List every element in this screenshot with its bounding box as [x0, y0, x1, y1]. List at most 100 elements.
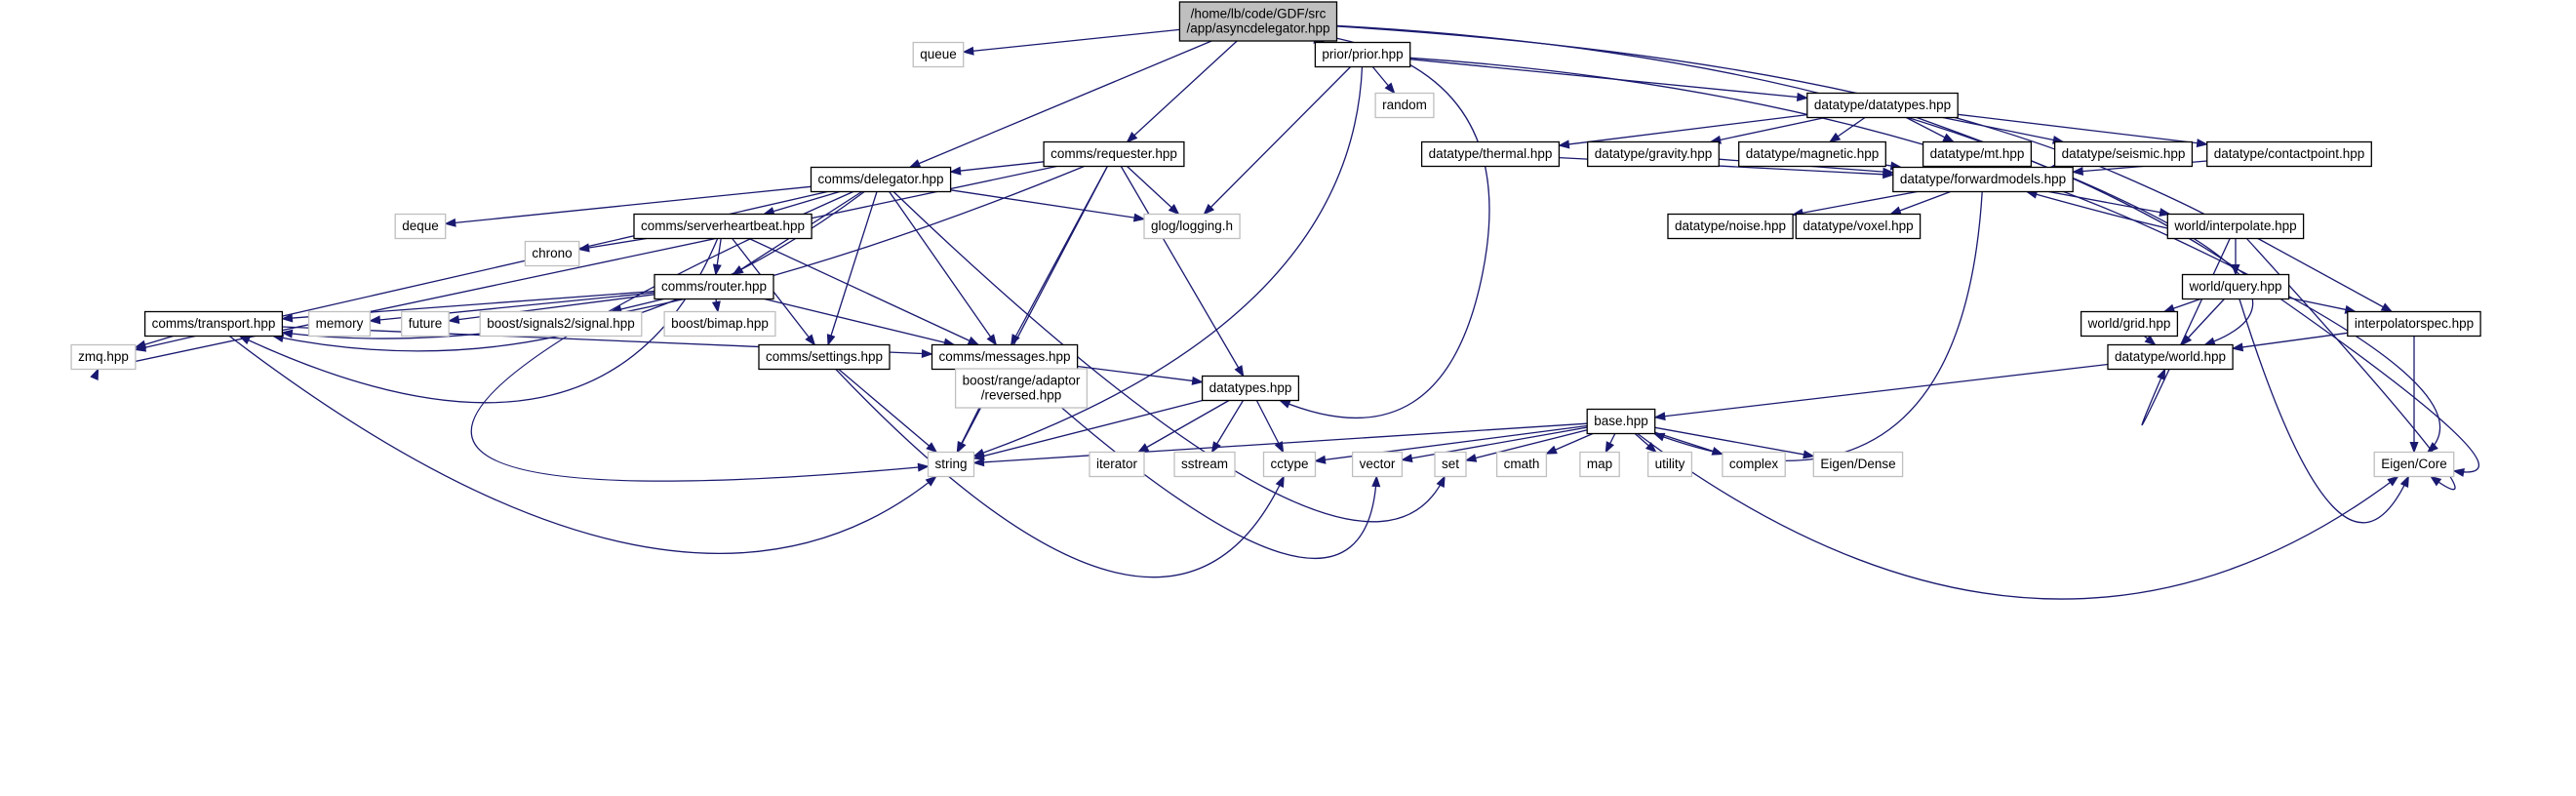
node-noise[interactable]: datatype/noise.hpp	[1667, 213, 1794, 240]
node-thermal[interactable]: datatype/thermal.hpp	[1420, 140, 1561, 168]
node-label: datatype/magnetic.hpp	[1746, 146, 1880, 161]
arrowhead	[2180, 334, 2193, 346]
edge-root-to-requester	[1126, 40, 1238, 143]
node-gravity[interactable]: datatype/gravity.hpp	[1587, 140, 1720, 168]
edge-line	[835, 369, 1285, 578]
node-label: datatype/forwardmodels.hpp	[1900, 172, 2066, 186]
node-box	[1892, 166, 2074, 193]
node-box	[1646, 451, 1693, 478]
arrowhead	[972, 452, 985, 460]
arrowhead	[1796, 92, 1809, 101]
edge-messages-to-vector	[1017, 369, 1381, 560]
node-vector: vector	[1351, 451, 1404, 478]
node-label: boost/signals2/signal.hpp	[487, 316, 635, 331]
arrowhead	[1191, 376, 1204, 385]
node-box	[1812, 451, 1904, 478]
edge-prior-to-datatypes-dt	[1409, 59, 1809, 101]
node-contactpoint[interactable]: datatype/contactpoint.hpp	[2206, 140, 2372, 168]
arrowhead	[949, 166, 962, 176]
edge-line	[973, 66, 1364, 458]
edge-line	[889, 191, 997, 345]
node-world[interactable]: datatype/world.hpp	[2107, 343, 2234, 371]
arrowhead	[447, 315, 460, 325]
edge-router-to-bimap	[711, 298, 721, 313]
node-label: glog/logging.h	[1151, 219, 1233, 233]
node-interpolatorspec[interactable]: interpolatorspec.hpp	[2347, 310, 2481, 338]
arrowhead	[967, 336, 980, 346]
node-label: future	[409, 316, 443, 331]
edge-root-to-queue	[962, 28, 1180, 56]
arrowhead	[926, 442, 938, 454]
arrowhead	[1803, 450, 1815, 459]
node-box	[1043, 140, 1185, 168]
arrowhead	[711, 300, 721, 313]
node-magnetic[interactable]: datatype/magnetic.hpp	[1738, 140, 1886, 168]
node-voxel[interactable]: datatype/voxel.hpp	[1795, 213, 1922, 240]
node-label: boost/range/adaptor	[963, 374, 1081, 388]
node-signal: boost/signals2/signal.hpp	[479, 310, 643, 338]
node-label: datatype/seismic.hpp	[2062, 146, 2186, 161]
edge-line	[764, 190, 840, 216]
arrowhead	[1605, 441, 1614, 454]
node-requester[interactable]: comms/requester.hpp	[1043, 140, 1185, 168]
edge-line	[827, 191, 878, 345]
edge-router-to-messages	[764, 298, 956, 347]
edge-datatypes-core-to-iterator	[1136, 399, 1230, 454]
node-box	[912, 41, 965, 68]
node-root[interactable]: /home/lb/code/GDF/src/app/asyncdelegator…	[1178, 1, 1338, 42]
edge-grid-to-world	[2143, 335, 2157, 346]
node-datatypes-core[interactable]: datatypes.hpp	[1201, 375, 1300, 402]
node-base[interactable]: base.hpp	[1586, 408, 1656, 435]
node-label: utility	[1655, 457, 1685, 471]
arrowhead	[1942, 133, 1956, 143]
edge-query-to-world	[2180, 298, 2225, 346]
node-box	[2373, 451, 2455, 478]
node-label: comms/messages.hpp	[938, 349, 1070, 364]
edge-line	[957, 166, 1108, 453]
node-label: comms/transport.hpp	[152, 316, 276, 331]
edge-line	[1559, 113, 1807, 146]
node-datatypes-dt[interactable]: datatype/datatypes.hpp	[1806, 92, 1959, 119]
edge-base-to-eigendense	[1654, 426, 1815, 459]
arrowhead	[2071, 167, 2084, 176]
arrowhead	[2387, 475, 2399, 487]
edge-delegator-to-set	[892, 191, 1446, 523]
node-label: /reversed.hpp	[981, 388, 1062, 403]
node-box	[2206, 140, 2372, 168]
node-box	[1201, 375, 1300, 402]
arrowhead	[281, 329, 294, 338]
node-query[interactable]: world/query.hpp	[2181, 273, 2290, 300]
node-router[interactable]: comms/router.hpp	[654, 273, 774, 300]
arrowhead	[925, 475, 937, 487]
node-interpolate[interactable]: world/interpolate.hpp	[2166, 213, 2305, 240]
node-messages[interactable]: comms/messages.hpp	[931, 343, 1079, 371]
node-label: map	[1587, 457, 1612, 471]
node-serverheartbeat[interactable]: comms/serverheartbeat.hpp	[633, 213, 812, 240]
arrowhead	[90, 368, 99, 380]
node-delegator[interactable]: comms/delegator.hpp	[810, 166, 952, 193]
arrowhead	[1126, 132, 1138, 143]
node-seismic[interactable]: datatype/seismic.hpp	[2053, 140, 2194, 168]
node-future: future	[401, 310, 450, 338]
node-box	[2107, 343, 2234, 371]
edge-line	[445, 185, 812, 225]
edge-line	[892, 191, 1446, 523]
node-grid[interactable]: world/grid.hpp	[2080, 310, 2179, 338]
node-forwardmodels[interactable]: datatype/forwardmodels.hpp	[1892, 166, 2074, 193]
node-mt[interactable]: datatype/mt.hpp	[1922, 140, 2033, 168]
edge-line	[1710, 116, 1826, 143]
node-box	[1420, 140, 1561, 168]
node-label: datatype/voxel.hpp	[1803, 219, 1913, 233]
node-transport[interactable]: comms/transport.hpp	[143, 310, 284, 338]
arrowhead	[2399, 475, 2409, 488]
arrowhead	[921, 348, 933, 359]
arrowhead	[1558, 139, 1570, 149]
node-prior[interactable]: prior/prior.hpp	[1314, 41, 1411, 68]
node-label: comms/settings.hpp	[766, 349, 883, 364]
node-box	[954, 368, 1089, 409]
edge-line	[1402, 426, 1588, 461]
node-box	[633, 213, 812, 240]
node-box	[2347, 310, 2481, 338]
edge-line	[1654, 426, 1814, 458]
node-settings[interactable]: comms/settings.hpp	[758, 343, 891, 371]
